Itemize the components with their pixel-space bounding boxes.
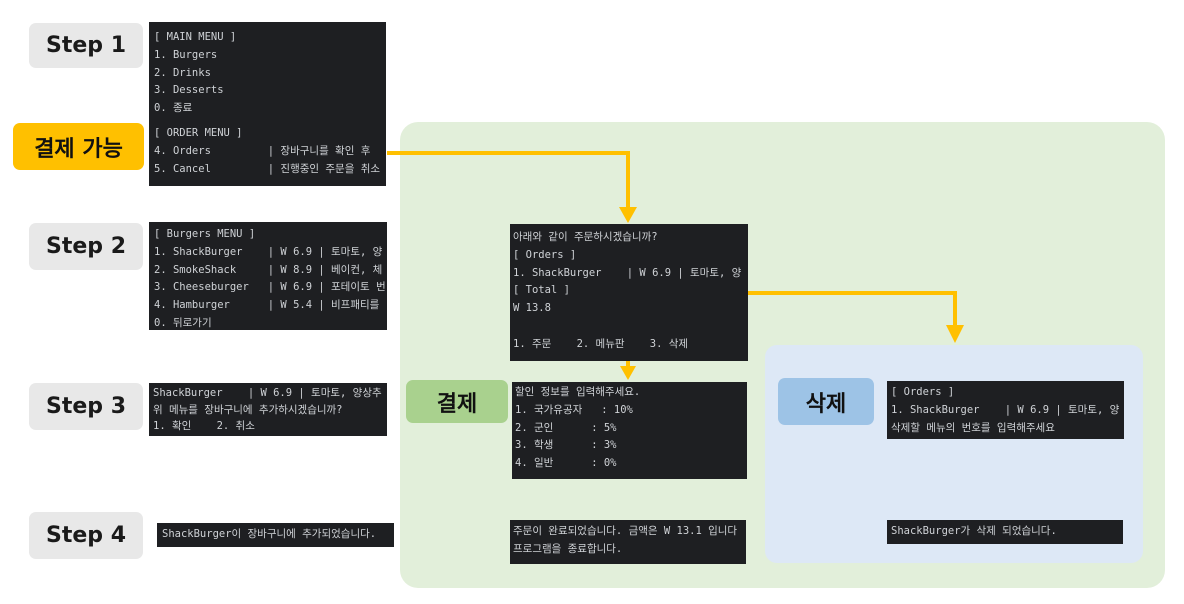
terminal-line: [ Orders ] — [891, 386, 955, 398]
terminal-line: 3. Cheeseburger | W 6.9 | 포테이토 번 — [154, 281, 386, 294]
terminal-line: [ MAIN MENU ] — [154, 31, 237, 43]
terminal-line: 위 메뉴를 장바구니에 추가하시겠습니까? — [153, 403, 343, 416]
terminal-line: [ Burgers MENU ] — [154, 228, 256, 240]
arrow-confirm-to-delete — [748, 291, 957, 327]
terminal-line: 1. 확인 2. 취소 — [153, 420, 255, 432]
terminal-line: 1. ShackBurger | W 6.9 | 토마토, 양 — [891, 403, 1120, 416]
arrow-head — [946, 325, 964, 343]
arrow-head — [619, 207, 637, 223]
terminal-line: 4. Orders | 장바구니를 확인 후 — [154, 144, 371, 157]
terminal-line: 아래와 같이 주문하시겠습니까? — [513, 231, 658, 243]
terminal-line: [ Orders ] — [513, 248, 577, 261]
added-terminal: ShackBurger이 장바구니에 추가되었습니다. — [157, 523, 394, 547]
terminal-line: ShackBurger가 삭제 되었습니다. — [891, 525, 1057, 537]
terminal-line: 3. Desserts — [154, 84, 224, 97]
step-2-label: Step 2 — [29, 223, 143, 270]
add-confirm-terminal: ShackBurger | W 6.9 | 토마토, 양상추 위 메뉴를 장바구… — [149, 383, 387, 436]
terminal-line: 1. Burgers — [154, 48, 218, 61]
terminal-line: 프로그램을 종료합니다. — [513, 542, 623, 555]
terminal-line: 주문이 완료되었습니다. 금액은 W 13.1 입니다 — [513, 525, 738, 537]
order-menu-terminal: [ ORDER MENU ] 4. Orders | 장바구니를 확인 후 5.… — [149, 121, 386, 186]
terminal-line: 0. 종료 — [154, 102, 193, 115]
arrow-orders-to-confirm — [387, 151, 630, 209]
terminal-line: 0. 뒤로가기 — [154, 316, 212, 329]
step-3-label: Step 3 — [29, 383, 143, 430]
arrow-head — [620, 366, 636, 380]
terminal-line: 4. 일반 : 0% — [515, 457, 617, 470]
discount-terminal: 할인 정보를 입력해주세요. 1. 국가유공자 : 10% 2. 군인 : 5%… — [512, 382, 747, 479]
terminal-line: [ ORDER MENU ] — [154, 127, 243, 139]
terminal-line: 5. Cancel | 진행중인 주문을 취소 — [154, 162, 381, 175]
terminal-line: 1. ShackBurger | W 6.9 | 토마토, 양 — [154, 245, 383, 258]
payment-tag: 결제 — [406, 380, 508, 423]
terminal-line: 1. ShackBurger | W 6.9 | 토마토, 양 — [513, 266, 742, 279]
order-confirm-terminal: 아래와 같이 주문하시겠습니까? [ Orders ] 1. ShackBurg… — [510, 224, 748, 361]
main-menu-terminal: [ MAIN MENU ] 1. Burgers 2. Drinks 3. De… — [149, 22, 386, 121]
terminal-line: [ Total ] — [513, 284, 570, 297]
order-done-terminal: 주문이 완료되었습니다. 금액은 W 13.1 입니다 프로그램을 종료합니다. — [510, 520, 746, 564]
terminal-line: ShackBurger | W 6.9 | 토마토, 양상추 — [153, 387, 382, 399]
terminal-line: 할인 정보를 입력해주세요. — [515, 386, 641, 398]
terminal-line: W 13.8 — [513, 302, 551, 315]
delete-tag: 삭제 — [778, 378, 874, 425]
terminal-line: 2. 군인 : 5% — [515, 421, 617, 434]
terminal-line: 2. Drinks — [154, 66, 211, 79]
burgers-menu-terminal: [ Burgers MENU ] 1. ShackBurger | W 6.9 … — [149, 222, 387, 330]
terminal-line: 삭제할 메뉴의 번호를 입력해주세요 — [891, 421, 1055, 434]
terminal-line: 3. 학생 : 3% — [515, 439, 617, 452]
terminal-line: 4. Hamburger | W 5.4 | 비프패티를 — [154, 299, 380, 312]
step-1-label: Step 1 — [29, 23, 143, 68]
terminal-line: 1. 국가유공자 : 10% — [515, 403, 633, 416]
terminal-line: 1. 주문 2. 메뉴판 3. 삭제 — [513, 337, 689, 350]
deleted-terminal: ShackBurger가 삭제 되었습니다. — [887, 520, 1123, 544]
step-4-label: Step 4 — [29, 512, 143, 559]
delete-prompt-terminal: [ Orders ] 1. ShackBurger | W 6.9 | 토마토,… — [887, 381, 1124, 439]
terminal-line: 2. SmokeShack | W 8.9 | 베이컨, 체 — [154, 263, 383, 276]
terminal-line: ShackBurger이 장바구니에 추가되었습니다. — [162, 528, 377, 540]
payable-tag: 결제 가능 — [13, 123, 144, 170]
